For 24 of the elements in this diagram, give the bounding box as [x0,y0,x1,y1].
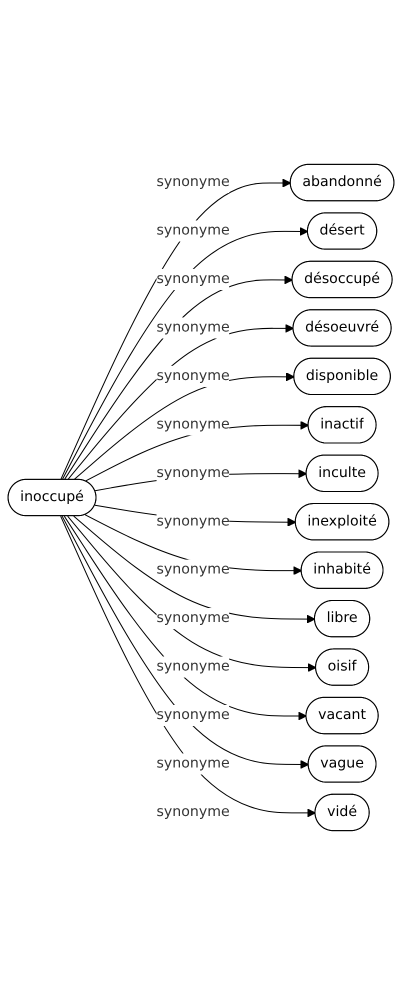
edge-label: synonyme [156,706,230,724]
arrow [64,516,307,720]
edge-label: synonyme [156,610,230,626]
edge-label: synonyme [156,174,230,190]
arrow [67,324,294,480]
edge-label: synonyme [156,755,230,772]
edge-label: synonyme [156,368,230,384]
arrow [60,178,292,480]
arrow [73,516,316,624]
arrow [67,516,316,672]
arrow [73,372,295,480]
arrow [62,516,310,769]
edge-label: synonyme [156,804,230,820]
edge-label: synonyme [156,562,230,578]
edge-label: synonyme [156,658,230,675]
edge-label: synonyme [156,270,230,288]
edge-label: synonyme [156,319,230,336]
edge-label: synonyme [156,513,230,530]
edge-label: synonyme [156,222,230,239]
arrow [62,227,308,480]
edge-label: synonyme [156,464,230,481]
arrow [60,516,316,818]
edge-label: synonyme [156,416,230,432]
arrow [64,275,293,480]
